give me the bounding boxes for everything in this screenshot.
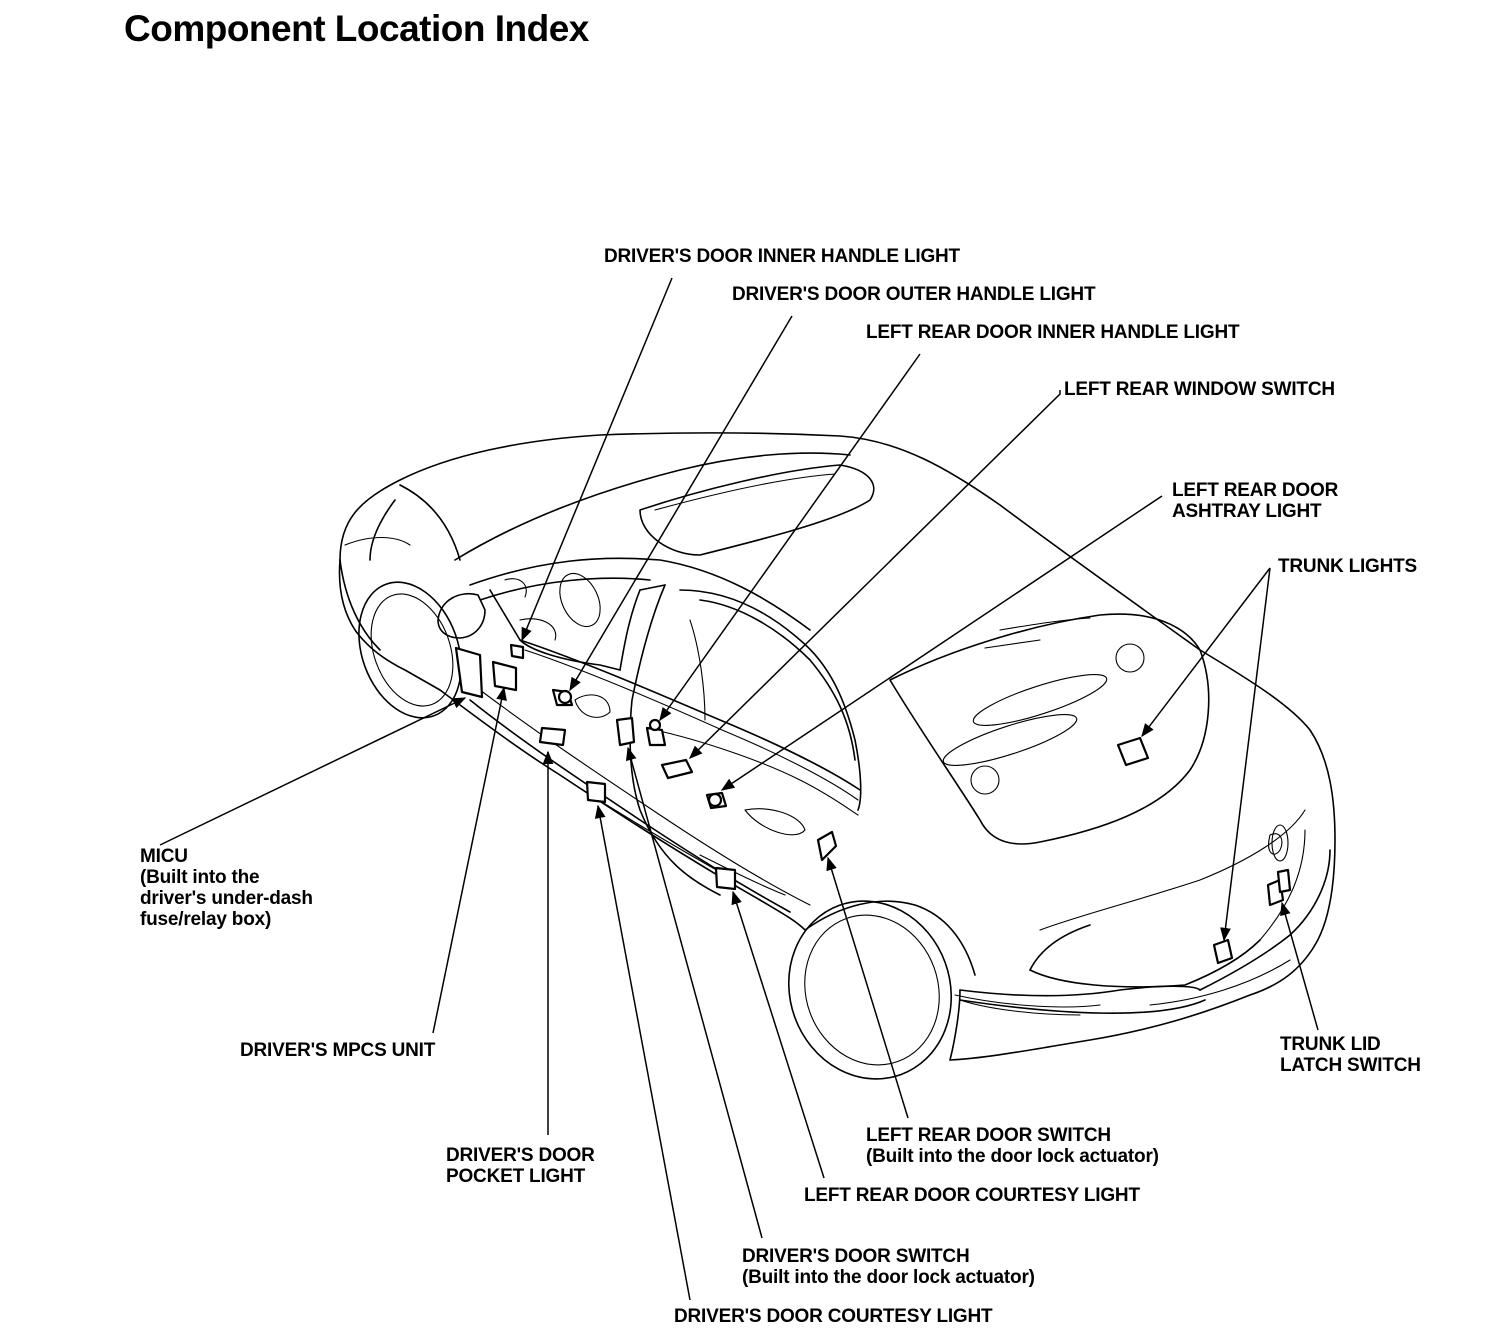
label-drivers-door-pocket-light: DRIVER'S DOOR POCKET LIGHT <box>446 1145 595 1187</box>
label-trunk-lid-latch-switch: TRUNK LID LATCH SWITCH <box>1280 1034 1421 1076</box>
label-drivers-door-switch: DRIVER'S DOOR SWITCH (Built into the doo… <box>742 1246 1035 1288</box>
leader-trunk-lights-upper <box>1141 567 1271 738</box>
label-trunk-lights: TRUNK LIGHTS <box>1278 556 1418 577</box>
rear-door-switch-component <box>816 830 838 862</box>
trunk-light-upper <box>1116 736 1150 767</box>
leader-trunk-lights-lower <box>1220 567 1271 942</box>
leader-drivers-mpcs-unit <box>432 686 507 1034</box>
leader-left-rear-door-ashtray-light <box>720 495 1163 791</box>
leader-left-rear-door-courtesy-light <box>731 890 825 1179</box>
pocket-light-component <box>538 726 567 747</box>
leader-micu <box>159 697 467 846</box>
label-left-rear-door-switch: LEFT REAR DOOR SWITCH (Built into the do… <box>866 1125 1159 1167</box>
car-body-outline <box>338 432 1336 1080</box>
label-drivers-door-outer-handle-light: DRIVER'S DOOR OUTER HANDLE LIGHT <box>732 284 1096 305</box>
leader-drivers-door-switch <box>625 746 763 1239</box>
leader-left-rear-door-inner-handle-light <box>659 353 921 722</box>
label-drivers-door-inner-handle-light: DRIVER'S DOOR INNER HANDLE LIGHT <box>604 246 960 267</box>
micu-module <box>454 646 484 699</box>
leader-lines <box>159 277 1319 1301</box>
leader-left-rear-door-switch <box>826 856 909 1119</box>
inner-handle-light <box>509 643 525 660</box>
leader-drivers-door-inner-handle-light <box>521 277 673 642</box>
leader-drivers-door-courtesy-light <box>594 804 691 1301</box>
components <box>454 643 1292 965</box>
courtesy-light-component <box>585 780 607 804</box>
label-left-rear-door-inner-handle-light: LEFT REAR DOOR INNER HANDLE LIGHT <box>866 322 1240 343</box>
label-drivers-mpcs-unit: DRIVER'S MPCS UNIT <box>240 1040 436 1061</box>
label-left-rear-door-ashtray-light: LEFT REAR DOOR ASHTRAY LIGHT <box>1172 480 1339 522</box>
label-micu: MICU (Built into the driver's under-dash… <box>140 846 313 930</box>
leader-left-rear-window-switch <box>689 390 1061 759</box>
rear-courtesy-light-component <box>714 866 737 891</box>
label-drivers-door-courtesy-light: DRIVER'S DOOR COURTESY LIGHT <box>674 1306 993 1327</box>
door-switch-component <box>615 716 636 747</box>
leader-drivers-door-outer-handle-light <box>569 315 793 692</box>
leader-trunk-lid-latch-switch <box>1280 901 1319 1031</box>
label-left-rear-window-switch: LEFT REAR WINDOW SWITCH <box>1064 379 1335 400</box>
label-left-rear-door-courtesy-light: LEFT REAR DOOR COURTESY LIGHT <box>804 1185 1140 1206</box>
page-title: Component Location Index <box>124 8 589 49</box>
mpcs-unit <box>491 660 518 692</box>
window-switch-component <box>660 758 694 780</box>
trunk-light-lower <box>1212 938 1234 965</box>
